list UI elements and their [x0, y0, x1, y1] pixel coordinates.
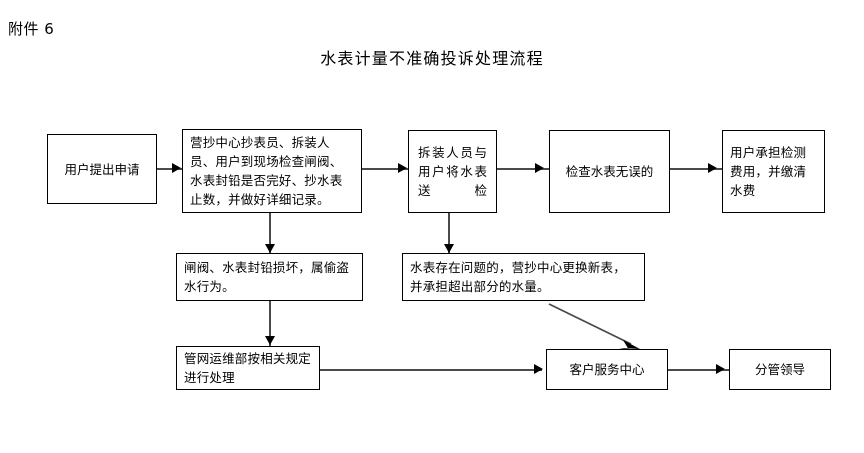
connector-n6-n8 — [269, 301, 271, 347]
page-title: 水表计量不准确投诉处理流程 — [320, 49, 544, 68]
arrowhead-n3-n7 — [444, 244, 454, 253]
arrowhead-n1-n2 — [172, 163, 181, 173]
arrowhead-n2-n6 — [265, 244, 275, 253]
node-label: 营抄中心抄表员、拆装人员、用户到现场检查闸阀、水表封铅是否完好、抄水表止数，并做… — [190, 135, 343, 207]
connector-n9-n10 — [668, 369, 730, 371]
node-label: 客户服务中心 — [569, 362, 645, 377]
arrowhead-n8-n9 — [534, 364, 543, 374]
connector-n2-n3 — [362, 168, 412, 170]
node-seal-damaged-theft[interactable]: 闸阀、水表封铅损坏，属偷盗水行为。 — [176, 253, 363, 301]
node-label: 水表存在问题的，营抄中心更换新表，并承担超出部分的水量。 — [410, 260, 626, 294]
node-label: 用户承担检测费用，并缴清水费 — [730, 145, 807, 198]
node-label: 拆装人员与用户将水表送检 — [418, 145, 487, 198]
node-site-inspection[interactable]: 营抄中心抄表员、拆装人员、用户到现场检查闸阀、水表封铅是否完好、抄水表止数，并做… — [182, 129, 362, 213]
arrowhead-n6-n8 — [265, 336, 275, 345]
diagonal-arrow-svg — [548, 303, 640, 350]
diagonal-line — [548, 303, 632, 345]
arrowhead-n9-n10 — [716, 364, 725, 374]
node-label: 闸阀、水表封铅损坏，属偷盗水行为。 — [184, 260, 350, 294]
connector-n4-n5 — [669, 168, 723, 170]
connector-n7-n9 — [545, 300, 655, 355]
node-pipeline-dept-handle[interactable]: 管网运维部按相关规定进行处理 — [176, 346, 320, 390]
node-send-meter-for-test[interactable]: 拆装人员与用户将水表送检 — [408, 130, 497, 213]
arrowhead-n4-n5 — [708, 163, 717, 173]
node-label: 管网运维部按相关规定进行处理 — [184, 351, 312, 385]
arrowhead-n3-n4 — [535, 163, 544, 173]
connector-n3-n4 — [496, 168, 550, 170]
node-responsible-leader[interactable]: 分管领导 — [729, 349, 831, 390]
connector-n3-n7 — [448, 212, 450, 255]
attachment-label: 附件 6 — [8, 20, 55, 38]
node-label: 分管领导 — [754, 362, 805, 377]
connector-n1-n2 — [157, 168, 185, 170]
node-meter-faulty-replace[interactable]: 水表存在问题的，营抄中心更换新表，并承担超出部分的水量。 — [402, 253, 645, 301]
node-meter-check-ok[interactable]: 检查水表无误的 — [549, 130, 670, 213]
node-user-pays-test-fee[interactable]: 用户承担检测费用，并缴清水费 — [722, 130, 825, 213]
arrowhead-n2-n3 — [398, 163, 407, 173]
node-label: 用户提出申请 — [64, 161, 140, 177]
connector-n2-n6 — [269, 211, 271, 255]
node-label: 检查水表无误的 — [565, 164, 654, 179]
node-user-application[interactable]: 用户提出申请 — [47, 134, 157, 204]
node-customer-service-center[interactable]: 客户服务中心 — [546, 349, 668, 390]
connector-n8-n9 — [320, 369, 542, 371]
